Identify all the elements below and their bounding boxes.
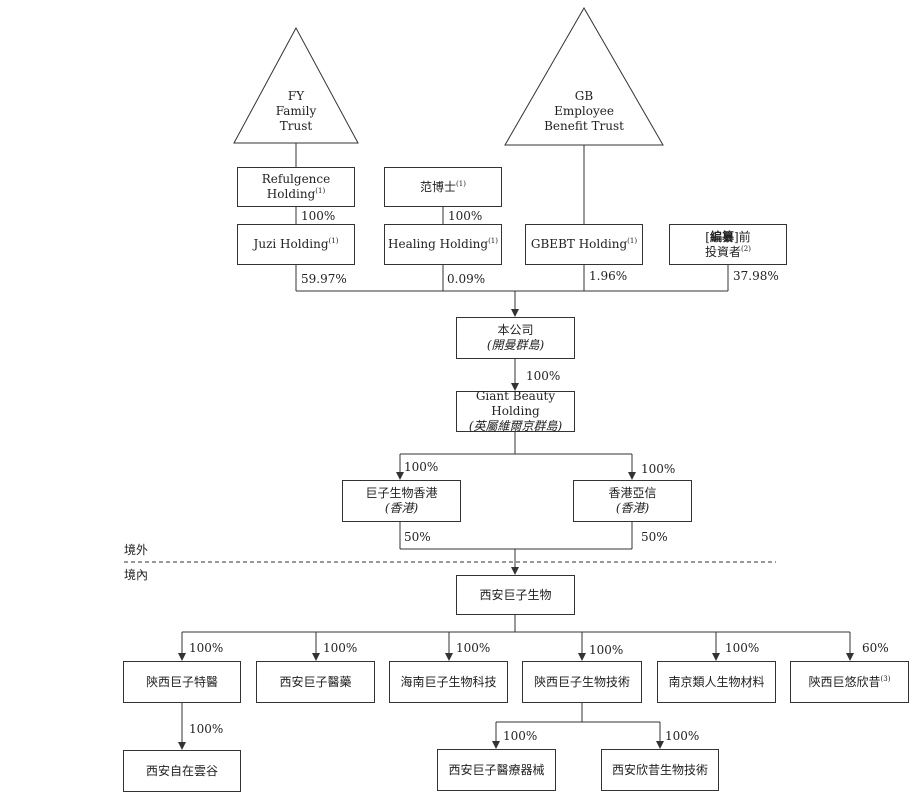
xa-pharma-label: 西安巨子醫藥 <box>279 674 352 689</box>
pre-line1c: ]前 <box>734 229 751 244</box>
gbebt-label: GBEBT Holding <box>530 237 628 251</box>
hk-yaxin-label: 香港亞信 <box>608 486 657 500</box>
juzi-note: (1) <box>328 237 339 245</box>
sx-youxin-note: (3) <box>880 674 891 683</box>
fy-trust-line2: Family <box>275 104 317 118</box>
juzi-hk-box: 巨子生物香港 (香港) <box>342 480 461 522</box>
pct-juzi-company: 59.97% <box>301 272 347 286</box>
juzi-hk-label: 巨子生物香港 <box>365 486 438 500</box>
pct-xian-nanjing: 100% <box>725 641 760 655</box>
offshore-label: 境外 <box>124 543 149 557</box>
pct-hkyaxin-xian: 50% <box>641 530 668 544</box>
healing-holding-box: Healing Holding(1) <box>384 224 502 265</box>
xa-xinxi-box: 西安欣昔生物技術 <box>601 749 719 791</box>
fy-family-trust: FY Family Trust <box>256 89 336 134</box>
gbebt-wrap: GBEBT Holding(1) <box>531 237 637 252</box>
fan-boshi-box: 范博士(1) <box>384 167 502 207</box>
pct-xian-sxtech: 100% <box>589 643 624 657</box>
sx-special-box: 陝西巨子特醫 <box>123 661 241 703</box>
sx-special-label: 陝西巨子特醫 <box>145 674 218 689</box>
fan-note: (1) <box>456 179 466 188</box>
pct-xian-hainan: 100% <box>456 641 491 655</box>
juzi-hk-sub: (香港) <box>384 501 419 515</box>
pct-sxtech-xinxi: 100% <box>665 729 700 743</box>
nanjing-box: 南京類人生物材料 <box>657 661 776 703</box>
giant-sub: (英屬維爾京群島) <box>468 419 563 433</box>
company-sub: (開曼群島) <box>486 338 545 352</box>
pct-xian-youxin: 60% <box>862 641 889 655</box>
hainan-label: 海南巨子生物科技 <box>400 674 497 689</box>
pct-sxspecial-zizai: 100% <box>189 722 224 736</box>
hk-yaxin-sub: (香港) <box>615 501 650 515</box>
pct-healing-company: 0.09% <box>447 272 486 286</box>
pct-giant-hkyaxin: 100% <box>641 462 676 476</box>
giant-beauty-box: Giant Beauty Holding (英屬維爾京群島) <box>456 389 575 433</box>
xa-pharma-box: 西安巨子醫藥 <box>256 661 375 703</box>
sx-youxin-box: 陝西巨悠欣昔(3) <box>790 661 909 703</box>
refulgence-note: (1) <box>315 187 326 195</box>
pre-line1b: 編纂 <box>709 229 734 244</box>
xa-xinxi-label: 西安欣昔生物技術 <box>611 762 708 777</box>
hk-yaxin-box: 香港亞信 (香港) <box>573 480 692 522</box>
juzi-wrap: Juzi Holding(1) <box>254 237 339 252</box>
hainan-box: 海南巨子生物科技 <box>389 661 508 703</box>
xa-zizai-label: 西安自在雲谷 <box>145 763 218 778</box>
pct-pre-company: 37.98% <box>733 269 779 283</box>
pct-xian-sxspecial: 100% <box>189 641 224 655</box>
pre-line1-wrap: [編纂]前 <box>705 230 750 245</box>
nanjing-label: 南京類人生物材料 <box>668 674 765 689</box>
pre-line2-wrap: 投資者(2) <box>705 245 751 260</box>
refulgence-line2: Holding <box>266 187 316 201</box>
pre-line2: 投資者 <box>705 244 742 259</box>
xian-juzi-label: 西安巨子生物 <box>479 587 552 602</box>
sx-tech-label: 陝西巨子生物技術 <box>533 674 630 689</box>
gbebt-note: (1) <box>627 237 638 245</box>
refulgence-holding-box: Refulgence Holding(1) <box>237 167 355 207</box>
sx-youxin-label: 陝西巨悠欣昔 <box>808 674 881 689</box>
refulgence-line1: Refulgence <box>261 172 331 186</box>
gbebt-holding-box: GBEBT Holding(1) <box>525 224 643 265</box>
pct-juzihk-xian: 50% <box>404 530 431 544</box>
gb-employee-benefit-trust: GB Employee Benefit Trust <box>534 89 634 134</box>
pre-note: (2) <box>741 244 751 253</box>
fy-trust-line1: FY <box>287 89 305 103</box>
company-box: 本公司 (開曼群島) <box>456 317 575 359</box>
xian-juzi-box: 西安巨子生物 <box>456 575 575 615</box>
gb-trust-line2: Employee <box>554 104 614 118</box>
onshore-label: 境內 <box>124 568 149 582</box>
juzi-holding-box: Juzi Holding(1) <box>237 224 355 265</box>
fy-trust-line3: Trust <box>279 119 313 133</box>
healing-label: Healing Holding <box>388 237 489 251</box>
pre-investors-box: [編纂]前 投資者(2) <box>669 224 787 265</box>
pct-sxtech-medical: 100% <box>503 729 538 743</box>
juzi-label: Juzi Holding <box>253 237 329 251</box>
fan-label: 范博士 <box>420 179 457 194</box>
gb-trust-line3: Benefit Trust <box>544 119 624 133</box>
pct-gbebt-company: 1.96% <box>589 269 628 283</box>
gb-trust-line1: GB <box>574 89 594 103</box>
pct-fan-healing: 100% <box>448 209 483 223</box>
company-label: 本公司 <box>497 323 534 337</box>
healing-wrap: Healing Holding(1) <box>388 237 498 252</box>
pre-line1a: [ <box>705 229 710 244</box>
sx-tech-box: 陝西巨子生物技術 <box>522 661 642 703</box>
youxin-wrap: 陝西巨悠欣昔(3) <box>809 675 891 690</box>
refulgence-line2-wrap: Holding(1) <box>267 187 325 202</box>
xa-zizai-box: 西安自在雲谷 <box>123 750 241 792</box>
healing-note: (1) <box>488 237 498 245</box>
giant-label: Giant Beauty Holding <box>475 389 556 418</box>
xa-medical-label: 西安巨子醫療器械 <box>448 762 545 777</box>
pct-refulgence-juzi: 100% <box>301 209 336 223</box>
pct-company-giant: 100% <box>526 369 561 383</box>
xa-medical-box: 西安巨子醫療器械 <box>437 749 556 791</box>
pct-giant-juzihk: 100% <box>404 460 439 474</box>
fan-wrap: 范博士(1) <box>420 180 466 195</box>
pct-xian-xapharma: 100% <box>323 641 358 655</box>
